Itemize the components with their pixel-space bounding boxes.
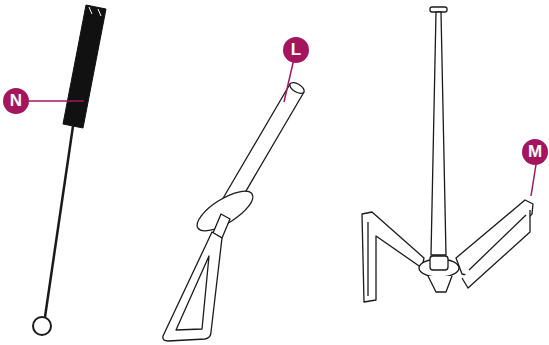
callout-circle	[283, 37, 309, 63]
callout-letter: M	[522, 139, 548, 165]
butterfly-whisk	[362, 7, 533, 302]
callout-letter: N	[3, 88, 29, 114]
callout-circle	[3, 88, 29, 114]
callout-letter: L	[283, 37, 309, 63]
cleaning-brush	[33, 5, 106, 335]
callouts	[3, 37, 548, 196]
callout-circle	[522, 139, 548, 165]
spatula	[163, 81, 306, 341]
